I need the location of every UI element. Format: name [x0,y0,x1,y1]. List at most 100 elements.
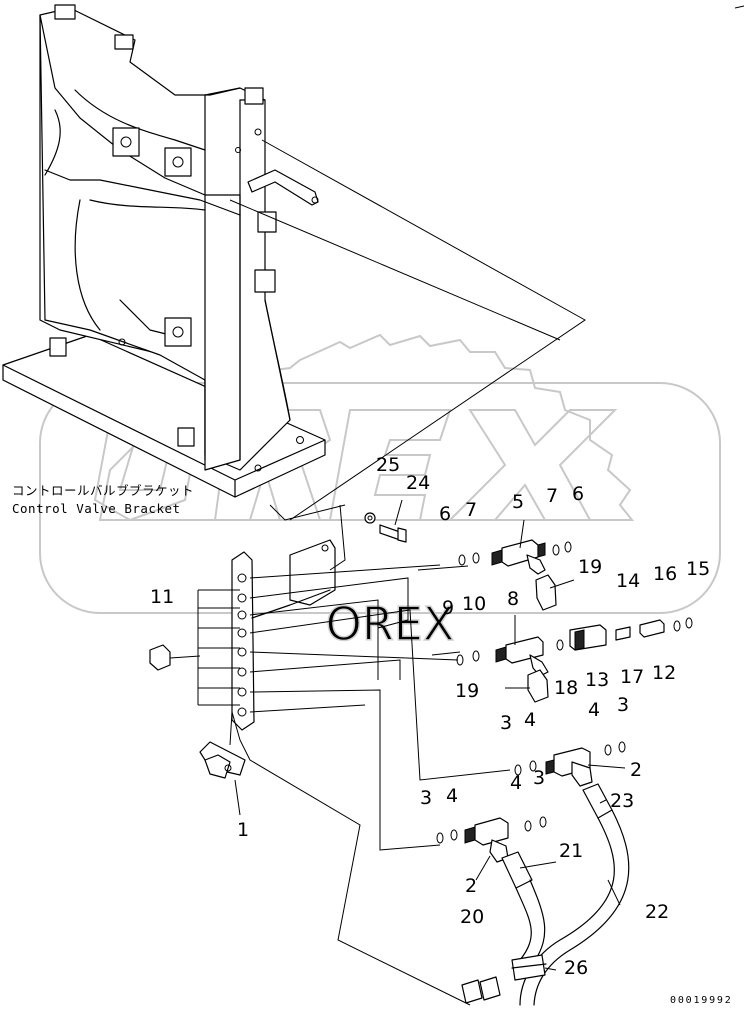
watermark-letter-r [213,409,332,521]
connector-block [479,976,501,1001]
hose-assemblies [461,783,630,1006]
callout-23: 23 [610,790,634,812]
mounting-pad [164,317,192,347]
watermark-letter-e [328,409,452,521]
hose-fitting-23 [582,783,613,819]
callout-24: 24 [406,472,430,494]
mounting-pad [112,127,140,157]
block [177,427,195,447]
callout-18: 18 [554,677,578,699]
callout-20: 20 [460,906,484,928]
callout-4: 4 [446,785,458,807]
callout-3: 3 [617,694,629,716]
o-ring [472,650,480,662]
o-ring [458,554,466,566]
block [254,269,276,293]
watermark-logo: OREX [39,333,721,652]
elbow-fitting-19-lower [527,669,549,703]
o-ring [524,820,532,832]
callout-10: 10 [462,593,486,615]
clamp-part [199,711,471,1006]
callout-25: 25 [376,454,400,476]
callout-6: 6 [439,503,451,525]
connector-14 [639,619,665,638]
callout-16: 16 [653,563,677,585]
callout-21: 21 [559,840,583,862]
callout-26: 26 [564,957,588,979]
mounting-hole [172,326,184,338]
control-valve-bracket-frame [2,4,326,498]
callout-7: 7 [546,485,558,507]
caption-english: Control Valve Bracket [12,501,181,516]
caption-japanese: コントロールバルブブラケット [12,483,194,498]
callout-2: 2 [465,875,477,897]
o-ring [618,741,626,753]
callout-2: 2 [630,759,642,781]
callout-19: 19 [578,556,602,578]
connector-block [461,979,483,1004]
mounting-pad [164,147,192,177]
callout-9: 9 [442,597,454,619]
watermark-text: OREX [326,597,455,651]
nipple-12 [615,626,631,641]
callout-22: 22 [645,901,669,923]
o-ring [552,544,560,556]
callout-1: 1 [237,819,249,841]
callout-5: 5 [512,491,524,513]
o-ring [514,764,522,776]
block [49,337,67,357]
callout-4: 4 [510,772,522,794]
callout-11: 11 [150,586,174,608]
watermark-plate [39,382,721,614]
callout-19: 19 [455,680,479,702]
seals [436,541,693,844]
callout-labels: 1 2 2 3 3 3 3 4 4 4 4 5 6 6 7 7 8 9 10 1… [150,454,710,979]
callout-3: 3 [533,767,545,789]
fitting-parts [464,539,665,863]
o-ring [539,816,547,828]
callout-7: 7 [465,499,477,521]
block [114,34,134,50]
mounting-hole [120,136,132,148]
o-ring [673,620,681,632]
o-ring [556,639,564,651]
tee-fitting-2-lower [474,817,509,846]
o-ring [456,654,464,666]
block [257,211,277,233]
mounting-hole [172,156,184,168]
document-number: 00019992 [670,995,733,1006]
block [244,87,264,105]
hose-routing-lines [197,564,511,851]
callout-15: 15 [686,558,710,580]
callout-6: 6 [572,483,584,505]
callout-14: 14 [616,570,640,592]
valve-mounting-plate [231,539,336,731]
callout-17: 17 [620,666,644,688]
hose-fitting-21 [501,851,533,889]
o-ring [436,832,444,844]
block [54,4,76,20]
callout-4: 4 [524,709,536,731]
bolt-part [379,524,401,541]
callout-leaders [234,499,626,971]
watermark-letter-x [447,409,618,521]
callout-8: 8 [507,588,519,610]
callout-4: 4 [588,699,600,721]
hose-clamp-26 [511,954,546,981]
o-ring [685,617,693,629]
o-ring [529,760,537,772]
elbow-fitting-19-upper [535,574,557,611]
assembly-leader [261,139,586,521]
o-ring [564,541,572,553]
callout-3: 3 [420,787,432,809]
callout-3: 3 [500,712,512,734]
callout-12: 12 [652,662,676,684]
o-ring [604,744,612,756]
o-ring [450,829,458,841]
callout-13: 13 [585,669,609,691]
nut-part [149,644,171,671]
washer-part [364,512,376,524]
o-ring [472,552,480,564]
